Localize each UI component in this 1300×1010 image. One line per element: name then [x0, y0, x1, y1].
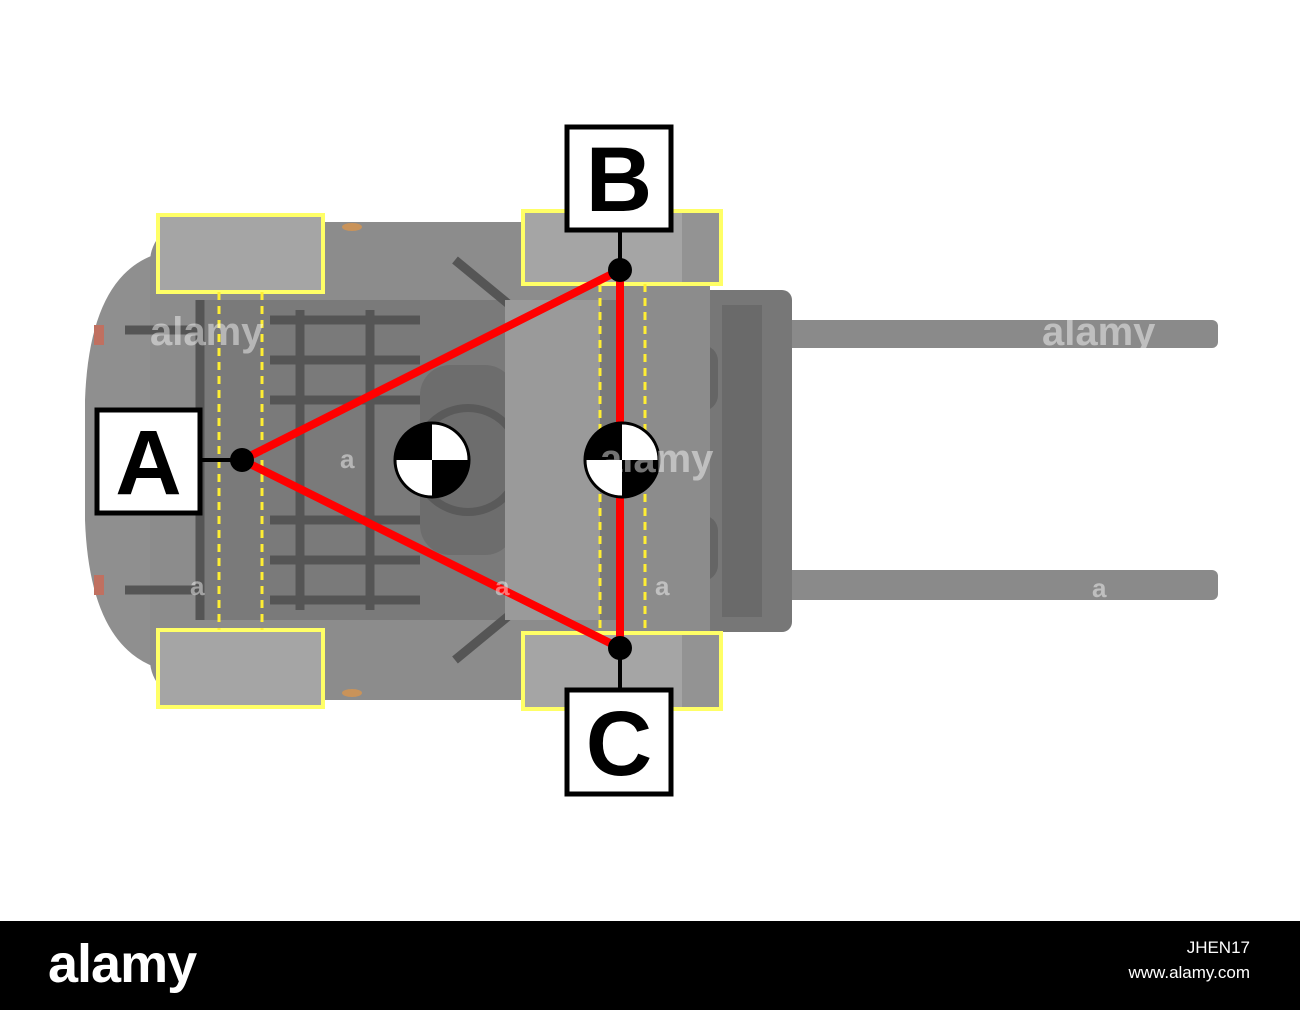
watermark-mark: a [1092, 573, 1107, 603]
rear-wheel-bottom [160, 632, 322, 706]
rear-wheel-top-outline [156, 213, 325, 294]
label-c: C [586, 693, 652, 795]
indicator-bottom [342, 689, 362, 697]
label-box-c: C [564, 687, 674, 797]
label-box-b: B [564, 124, 674, 233]
watermark-text: alamy [1042, 310, 1156, 354]
fork-upper [780, 320, 1218, 348]
triangle-edge-a-c [238, 456, 624, 652]
watermark: alamy alamy alamy a a a a a [150, 310, 1156, 603]
fork-lower [780, 570, 1218, 600]
pivot-point-b-dot [608, 258, 632, 282]
fork-carriage-inner [722, 305, 762, 617]
tail-light-top [94, 325, 104, 345]
watermark-mark: a [340, 444, 355, 474]
front-wheel-top-hub [682, 213, 720, 283]
site-url: www.alamy.com [1128, 963, 1250, 982]
triangle-edge-a-b [238, 266, 624, 464]
watermark-text: alamy [150, 310, 264, 354]
rear-wheel-bottom-outline [156, 628, 325, 709]
image-id: JHEN17 [1186, 938, 1250, 957]
rear-wheel-top [160, 217, 322, 292]
pivot-point-c-dot [608, 636, 632, 660]
indicator-top [342, 223, 362, 231]
watermark-mark: a [190, 571, 205, 601]
watermark-mark: a [495, 571, 510, 601]
center-of-gravity-icon [583, 421, 661, 499]
image-credit: JHEN17 www.alamy.com [1128, 935, 1250, 985]
center-of-gravity-icon [393, 421, 471, 499]
watermark-text: alamy [600, 437, 714, 481]
watermark-mark: a [655, 571, 670, 601]
forklift-stability-diagram: A B C alamy alamy alamy a a a a a [85, 124, 1218, 797]
label-b: B [586, 129, 652, 231]
footer-bar: alamy JHEN17 www.alamy.com [0, 921, 1300, 1010]
label-box-a: A [94, 407, 203, 516]
tail-light-bottom [94, 575, 104, 595]
pivot-point-a-dot [230, 448, 254, 472]
front-wheel-bottom-hub [682, 635, 720, 708]
label-a: A [115, 412, 181, 514]
alamy-logo: alamy [48, 934, 197, 994]
